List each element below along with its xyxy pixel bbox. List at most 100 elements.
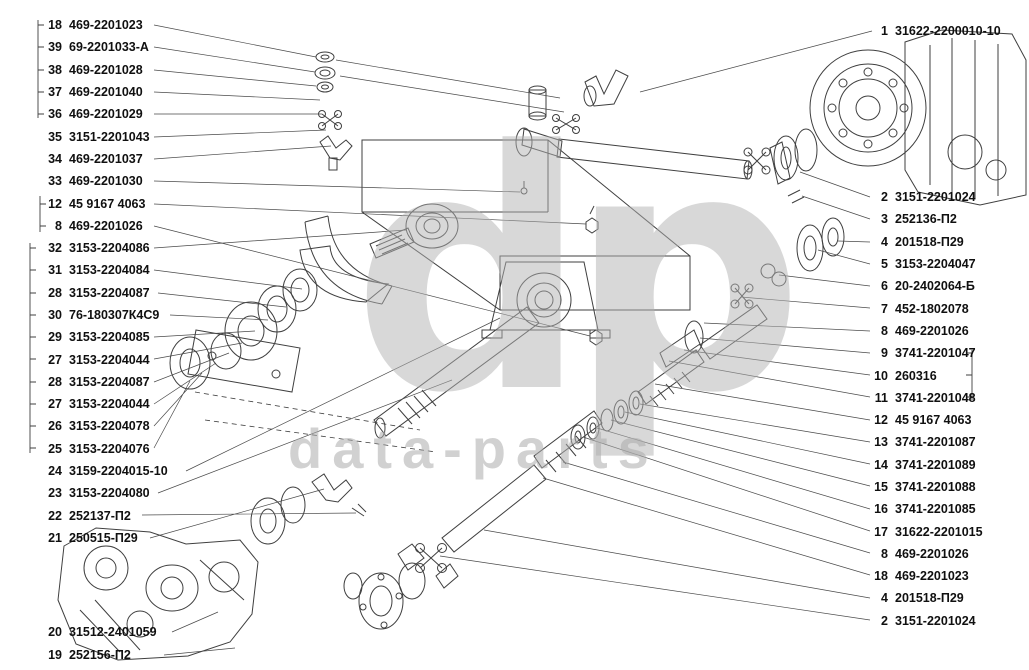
- part-number: 3153-2204084: [69, 263, 150, 278]
- dashed-construction-lines: [194, 391, 437, 453]
- part-ref-number: 28: [48, 285, 62, 300]
- part-number: 3153-2204076: [69, 441, 150, 456]
- part-ref-number: 29: [48, 330, 62, 345]
- part-number: 252156-П2: [69, 648, 131, 663]
- part-number: 3153-2204085: [69, 330, 150, 345]
- part-number: 3741-2201048: [895, 390, 976, 405]
- part-label: 13 3741-2201087: [872, 431, 983, 453]
- transfer-case: [57, 473, 367, 661]
- part-label: 25 3153-2204076: [40, 438, 168, 460]
- part-label: 7 452-1802078: [872, 297, 983, 319]
- front-propshaft: [515, 127, 818, 234]
- part-number: 45 9167 4063: [895, 413, 972, 428]
- part-number: 201518-П29: [895, 234, 964, 249]
- part-number: 250515-П29: [69, 530, 138, 545]
- part-label: 21 250515-П29: [40, 527, 168, 549]
- part-ref-number: 33: [48, 174, 62, 189]
- part-number: 469-2201028: [69, 62, 143, 77]
- part-number: 3741-2201085: [895, 502, 976, 517]
- part-label: 3 252136-П2: [872, 208, 983, 230]
- part-number: 252136-П2: [895, 212, 957, 227]
- label-group-brackets: [29, 20, 973, 453]
- part-ref-number: 5: [881, 257, 888, 272]
- center-bearing: [481, 261, 611, 346]
- part-number: 201518-П29: [895, 591, 964, 606]
- part-ref-number: 19: [48, 648, 62, 663]
- part-number: 76-180307К4С9: [69, 308, 160, 322]
- part-ref-number: 25: [48, 441, 62, 456]
- rear-propshaft: [373, 217, 845, 450]
- part-ref-number: 32: [48, 241, 62, 256]
- part-ref-number: 12: [874, 413, 888, 428]
- top-small-parts: [314, 51, 353, 171]
- part-ref-number: 13: [874, 435, 888, 450]
- part-number: 469-2201037: [69, 151, 143, 166]
- part-number: 3741-2201087: [895, 435, 976, 450]
- part-label: 8 469-2201026: [872, 320, 983, 342]
- part-number: 3153-2204087: [69, 374, 150, 389]
- part-ref-number: 2: [881, 613, 888, 628]
- part-ref-number: 34: [48, 151, 62, 166]
- part-number: 469-2201023: [895, 569, 969, 584]
- engine-assembly: [809, 29, 1027, 206]
- part-number: 260316: [895, 368, 937, 383]
- part-number: 69-2201033-А: [69, 40, 149, 55]
- part-label: 29 3153-2204085: [40, 326, 168, 348]
- part-ref-number: 30: [48, 308, 62, 322]
- part-ref-number: 7: [881, 301, 888, 316]
- part-number: 31622-2201015: [895, 524, 983, 539]
- part-ref-number: 24: [48, 464, 62, 479]
- part-label: 32 3153-2204086: [40, 237, 168, 259]
- part-ref-number: 15: [874, 480, 888, 494]
- part-ref-number: 14: [874, 457, 888, 472]
- top-center-parts: [528, 69, 629, 134]
- part-number: 3741-2201088: [895, 480, 976, 494]
- part-ref-number: 3: [881, 212, 888, 227]
- crossmember: [304, 139, 691, 311]
- part-ref-number: 2: [881, 190, 888, 205]
- part-label: 30 76-180307К4С9: [40, 304, 168, 326]
- part-ref-number: 22: [48, 508, 62, 523]
- part-number: 469-2201026: [895, 323, 969, 338]
- part-ref-number: 8: [881, 323, 888, 338]
- part-label: 15 3741-2201088: [872, 476, 983, 498]
- part-label: 18 469-2201023: [40, 14, 168, 36]
- part-ref-number: 18: [48, 18, 62, 33]
- part-ref-number: 4: [881, 234, 888, 249]
- part-number: 469-2201040: [69, 85, 143, 100]
- part-number: 45 9167 4063: [69, 196, 146, 211]
- part-ref-number: 17: [874, 524, 888, 539]
- part-ref-number: 38: [48, 62, 62, 77]
- part-ref-number: 31: [48, 263, 62, 278]
- part-number: 3153-2204044: [69, 397, 150, 412]
- part-number: 3153-2204086: [69, 241, 150, 256]
- part-label: 4 201518-П29: [872, 231, 983, 253]
- part-ref-number: 1: [881, 24, 888, 38]
- part-number: 452-1802078: [895, 301, 969, 316]
- part-number: 3153-2204044: [69, 352, 150, 367]
- part-label: 17 31622-2201015: [872, 520, 983, 542]
- part-ref-number: 20: [48, 624, 62, 639]
- part-ref-number: 10: [874, 368, 888, 383]
- part-number: 469-2201023: [69, 18, 143, 33]
- part-ref-number: 21: [48, 530, 62, 545]
- part-number: 3153-2204080: [69, 486, 150, 501]
